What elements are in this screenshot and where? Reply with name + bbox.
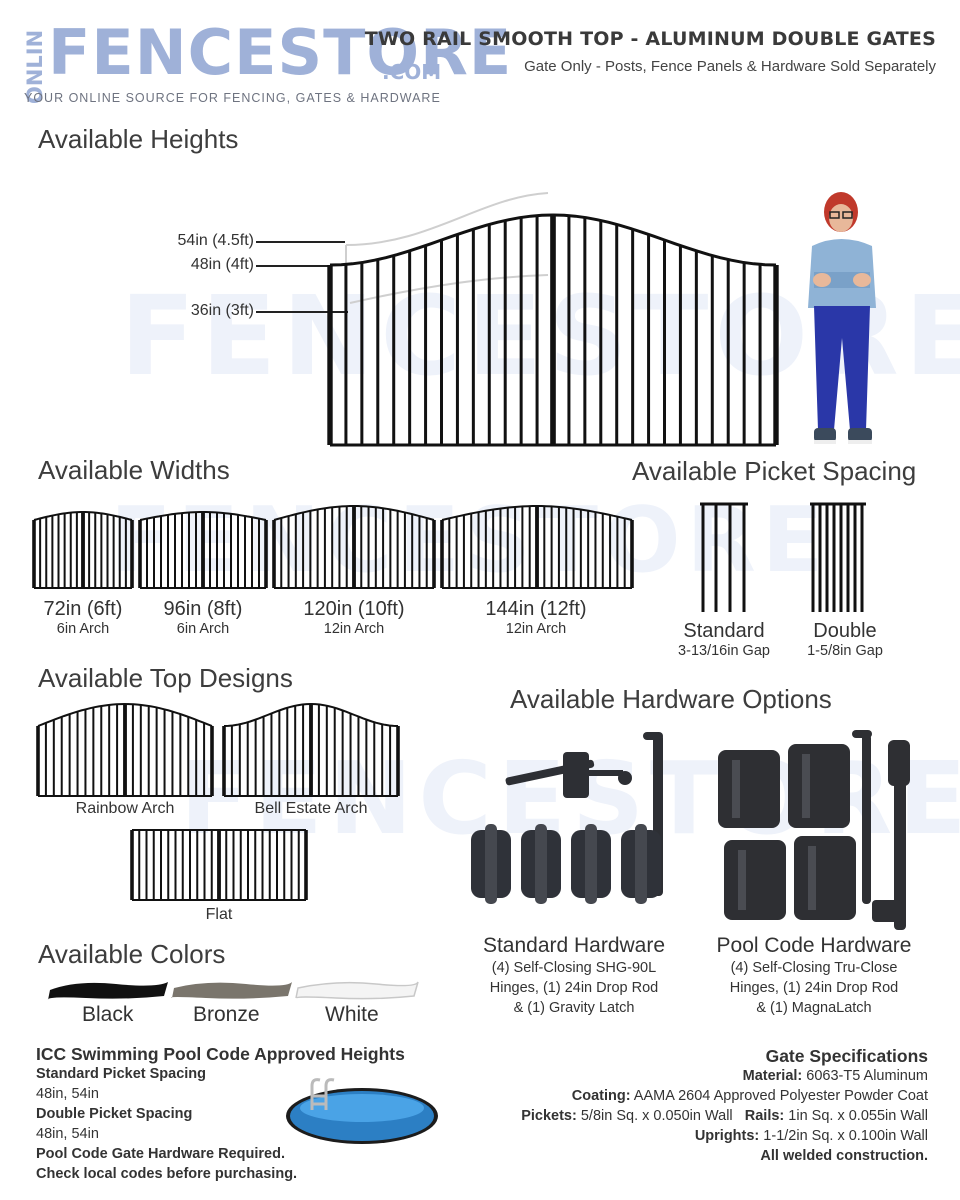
specs-title: Gate Specifications <box>765 1046 928 1066</box>
width-120: 120in (10ft)12in Arch <box>303 598 405 637</box>
pool-code-title: ICC Swimming Pool Code Approved Heights <box>36 1044 405 1064</box>
pool-note-1: Pool Code Gate Hardware Required. <box>36 1146 285 1162</box>
page-subtitle: Gate Only - Posts, Fence Panels & Hardwa… <box>524 58 936 75</box>
spec-material: Material: 6063-T5 Aluminum <box>742 1068 928 1084</box>
page-title: TWO RAIL SMOOTH TOP - ALUMINUM DOUBLE GA… <box>364 28 936 50</box>
spec-footer: All welded construction. <box>760 1148 928 1164</box>
pool-dbl-label: Double Picket Spacing <box>36 1106 193 1122</box>
woman-figure-illustration <box>808 192 876 444</box>
color-white: White <box>325 1003 379 1026</box>
picket-spacing-drawing <box>700 502 866 612</box>
color-black: Black <box>82 1003 134 1026</box>
pool-note-2: Check local codes before purchasing. <box>36 1166 298 1182</box>
width-144: 144in (12ft)12in Arch <box>485 598 587 637</box>
designs-title: Available Top Designs <box>38 663 293 693</box>
spec-coating: Coating: AAMA 2604 Approved Polyester Po… <box>571 1088 928 1104</box>
color-bronze: Bronze <box>193 1003 260 1026</box>
heights-title: Available Heights <box>38 124 239 154</box>
logo-com: .COM <box>382 60 442 84</box>
standard-hardware-illustration <box>471 732 663 904</box>
colors-title: Available Colors <box>38 939 226 969</box>
pool-icon <box>286 1078 438 1144</box>
logo-online-mark: ONLINE <box>23 28 47 104</box>
pool-code-hardware-caption: Pool Code Hardware (4) Self-Closing Tru-… <box>716 934 912 1016</box>
logo-tagline: YOUR ONLINE SOURCE FOR FENCING, GATES & … <box>24 91 441 105</box>
gate-specifications: Gate Specifications Material: 6063-T5 Al… <box>521 1046 928 1166</box>
height-label-36: 36in (3ft) <box>190 302 254 319</box>
hardware-title: Available Hardware Options <box>510 684 832 714</box>
pool-code-section: ICC Swimming Pool Code Approved Heights … <box>36 1044 405 1184</box>
spec-uprights: Uprights: 1-1/2in Sq. x 0.100in Wall <box>694 1128 928 1144</box>
design-rainbow-arch: Rainbow Arch <box>75 800 175 817</box>
design-flat: Flat <box>205 906 233 923</box>
height-label-54: 54in (4.5ft) <box>177 232 254 249</box>
logo[interactable]: FENCESTORE <box>48 16 513 89</box>
color-swatches <box>47 981 419 1000</box>
spacing-title: Available Picket Spacing <box>632 456 917 486</box>
pool-dbl-heights: 48in, 54in <box>36 1126 99 1142</box>
standard-hardware-caption: Standard Hardware (4) Self-Closing SHG-9… <box>482 934 666 1016</box>
main-gate-drawing <box>256 192 779 447</box>
pool-std-label: Standard Picket Spacing <box>36 1066 207 1082</box>
pool-code-hardware-illustration <box>718 730 910 930</box>
width-72: 72in (6ft)6in Arch <box>43 598 123 637</box>
svg-text:ONLINE: ONLINE <box>23 28 47 104</box>
widths-title: Available Widths <box>38 455 230 485</box>
top-designs-drawing <box>36 703 400 901</box>
height-label-48: 48in (4ft) <box>190 256 254 273</box>
pool-std-heights: 48in, 54in <box>36 1086 99 1102</box>
width-96: 96in (8ft)6in Arch <box>163 598 243 637</box>
width-gates-drawing <box>32 505 634 589</box>
design-bell-estate-arch: Bell Estate Arch <box>254 800 368 817</box>
spec-pickets-rails: Pickets: 5/8in Sq. x 0.050in Wall Rails:… <box>521 1108 928 1124</box>
